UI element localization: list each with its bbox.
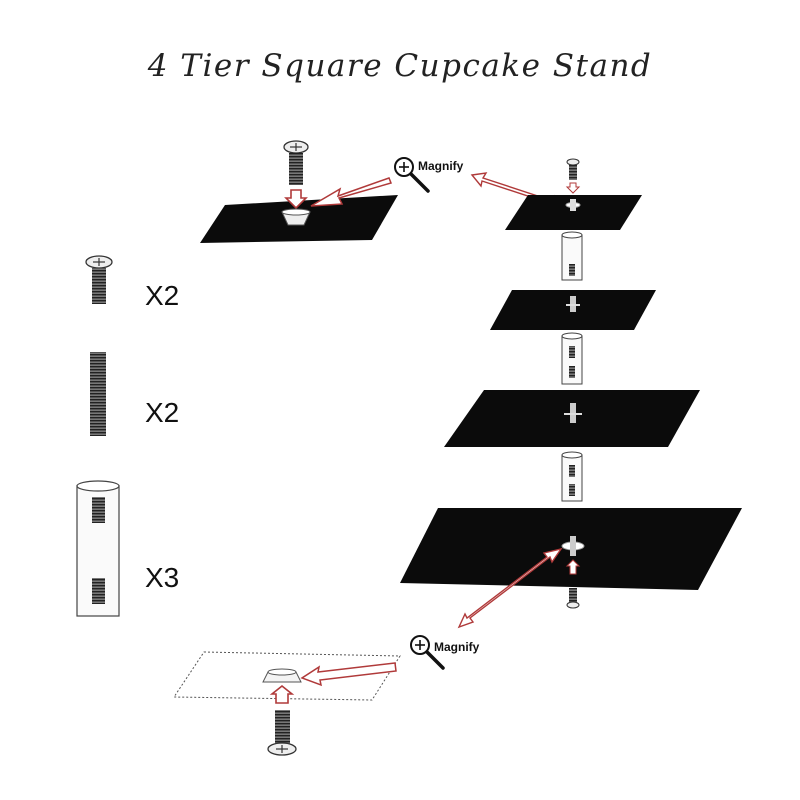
screw-icon	[85, 255, 113, 304]
magnify-label-bottom: Magnify	[434, 640, 480, 654]
magnify-icon-top	[394, 157, 430, 193]
magnify-arrow-bottom-right	[457, 547, 563, 629]
tier-1-screw	[566, 158, 580, 180]
magnify-arrow-top-left	[310, 177, 393, 207]
screw-quantity: X2	[145, 280, 180, 311]
spacer-1	[561, 231, 583, 281]
spacer-2	[561, 332, 583, 385]
detail-screw-top	[283, 140, 309, 185]
detail-screw-bottom	[267, 710, 297, 756]
magnify-label-top: Magnify	[418, 159, 464, 173]
spacer-quantity: X3	[145, 562, 180, 593]
magnify-icon-bottom	[410, 635, 445, 670]
magnified-bottom-detail	[173, 651, 401, 756]
magnified-top-detail	[200, 140, 398, 243]
spacer-3	[561, 451, 583, 502]
tier-1-top	[505, 158, 642, 230]
tier-3	[444, 390, 700, 447]
detail-insert-bottom	[262, 668, 302, 683]
detail-insert-top	[281, 208, 311, 226]
tier-4-screw	[566, 588, 580, 609]
rod-quantity: X2	[145, 397, 180, 428]
tube-spacer-icon	[76, 480, 120, 617]
tier-4-bottom	[400, 508, 742, 609]
threaded-rod-icon	[90, 352, 106, 436]
page-title: 4 Tier Square Cupcake Stand	[147, 48, 653, 84]
tier-2	[490, 290, 656, 330]
